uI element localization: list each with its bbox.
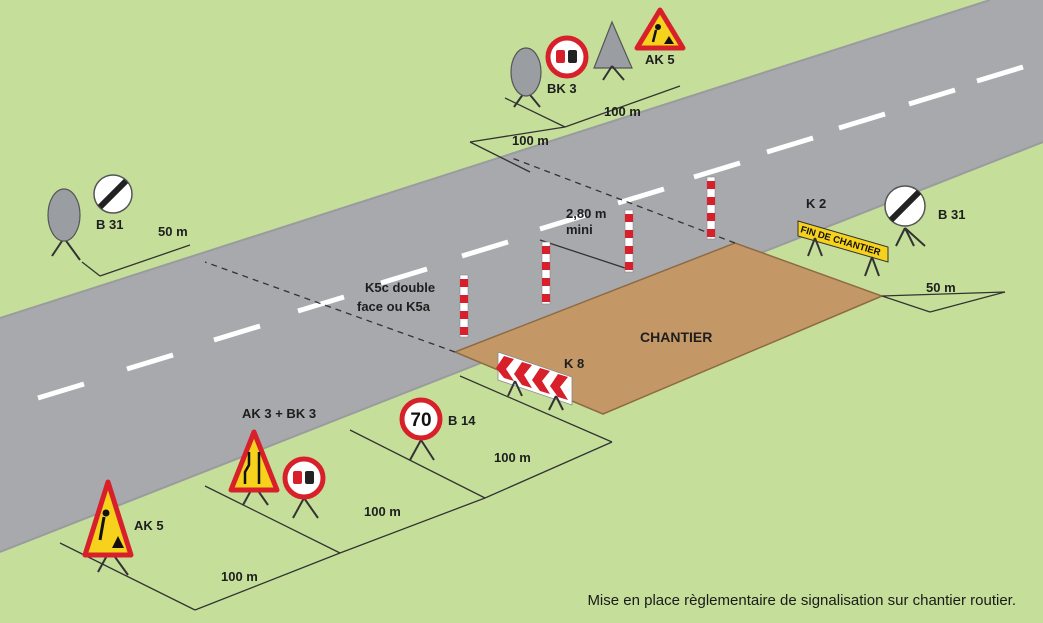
distance-label-top-b: 100 m [512,133,549,148]
b14-speed-limit-sign: 70 [399,397,443,461]
distance-label-top-a: 100 m [604,104,641,119]
distance-label-bottom-2: 100 m [364,504,401,519]
distance-label-bottom-3: 100 m [221,569,258,584]
figure-caption: Mise en place règlementaire de signalisa… [587,592,1016,609]
ak3-road-narrows-sign [228,429,280,506]
ak5-roadworks-sign-top [634,7,686,51]
width-label-b: mini [566,222,593,237]
k5c-label-b: face ou K5a [357,299,431,314]
sign-back-left [47,188,81,261]
bk3-no-overtaking-sign-bottom [282,456,326,519]
bk3-no-overtaking-sign-top [545,35,589,79]
b31-label-left: B 31 [96,217,123,232]
k2-label: K 2 [806,196,826,211]
sign-back-top [510,47,542,108]
ak5-label-top: AK 5 [645,52,675,67]
distance-label-left-50: 50 m [158,224,188,239]
k5c-posts [459,176,716,338]
b31-end-restriction-sign-right [884,185,926,247]
dimension-lines [59,85,1006,611]
k5c-post [459,274,469,338]
distance-label-bottom-1: 100 m [494,450,531,465]
dashed-guide-lines [204,157,736,353]
worksite-label: CHANTIER [640,329,712,345]
bk3-label-top: BK 3 [547,81,577,96]
sign-back-triangle-top [593,20,633,81]
ak5-label-bottom: AK 5 [134,518,164,533]
k5c-post [624,209,634,273]
k5c-label-a: K5c double [365,280,435,295]
k8-chevron-barrier [496,351,573,411]
width-label-a: 2,80 m [566,206,606,221]
road-center-line [37,64,1024,401]
speed-limit-value: 70 [410,410,431,431]
distance-label-right-50: 50 m [926,280,956,295]
ak3-bk3-label: AK 3 + BK 3 [242,406,316,421]
ak5-roadworks-sign-bottom [82,479,134,576]
b31-label-right: B 31 [938,207,965,222]
k8-label: K 8 [564,356,584,371]
b14-label: B 14 [448,413,476,428]
k5c-post [541,241,551,305]
k5c-post [706,176,716,240]
b31-end-restriction-sign-left [93,174,133,214]
